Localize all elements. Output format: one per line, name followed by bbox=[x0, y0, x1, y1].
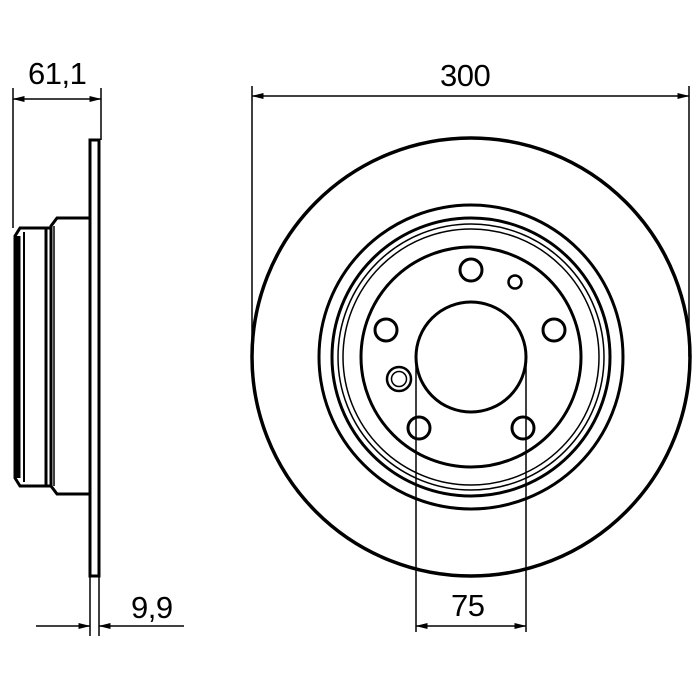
disc-plate-profile bbox=[88, 138, 101, 578]
small-hole bbox=[507, 274, 523, 290]
hat-ring-1 bbox=[317, 203, 625, 511]
bolt-hole-left bbox=[373, 317, 399, 343]
hat-profile-outer bbox=[49, 216, 90, 496]
side-view bbox=[12, 88, 184, 636]
locating-hole-outer bbox=[385, 365, 413, 393]
hat-ring-4 bbox=[342, 228, 600, 486]
hat-ring-inner bbox=[359, 245, 583, 469]
front-view bbox=[250, 86, 692, 632]
hat-profile-inner bbox=[13, 226, 51, 488]
dimension-label-height: 61,1 bbox=[28, 56, 87, 91]
locating-hole-inner bbox=[390, 370, 408, 388]
dimension-label-thickness: 9,9 bbox=[131, 590, 173, 625]
bolt-hole-bottom-right bbox=[510, 415, 536, 441]
center-bore bbox=[414, 300, 528, 414]
bolt-hole-top bbox=[458, 257, 484, 283]
dimension-label-outer-diameter: 300 bbox=[440, 58, 491, 93]
hat-ring-3 bbox=[337, 223, 605, 491]
bolt-hole-bottom-left bbox=[406, 415, 432, 441]
bolt-hole-right bbox=[541, 317, 567, 343]
dimension-label-centering-diameter: 75 bbox=[451, 588, 485, 623]
hat-ring-2 bbox=[330, 216, 612, 498]
